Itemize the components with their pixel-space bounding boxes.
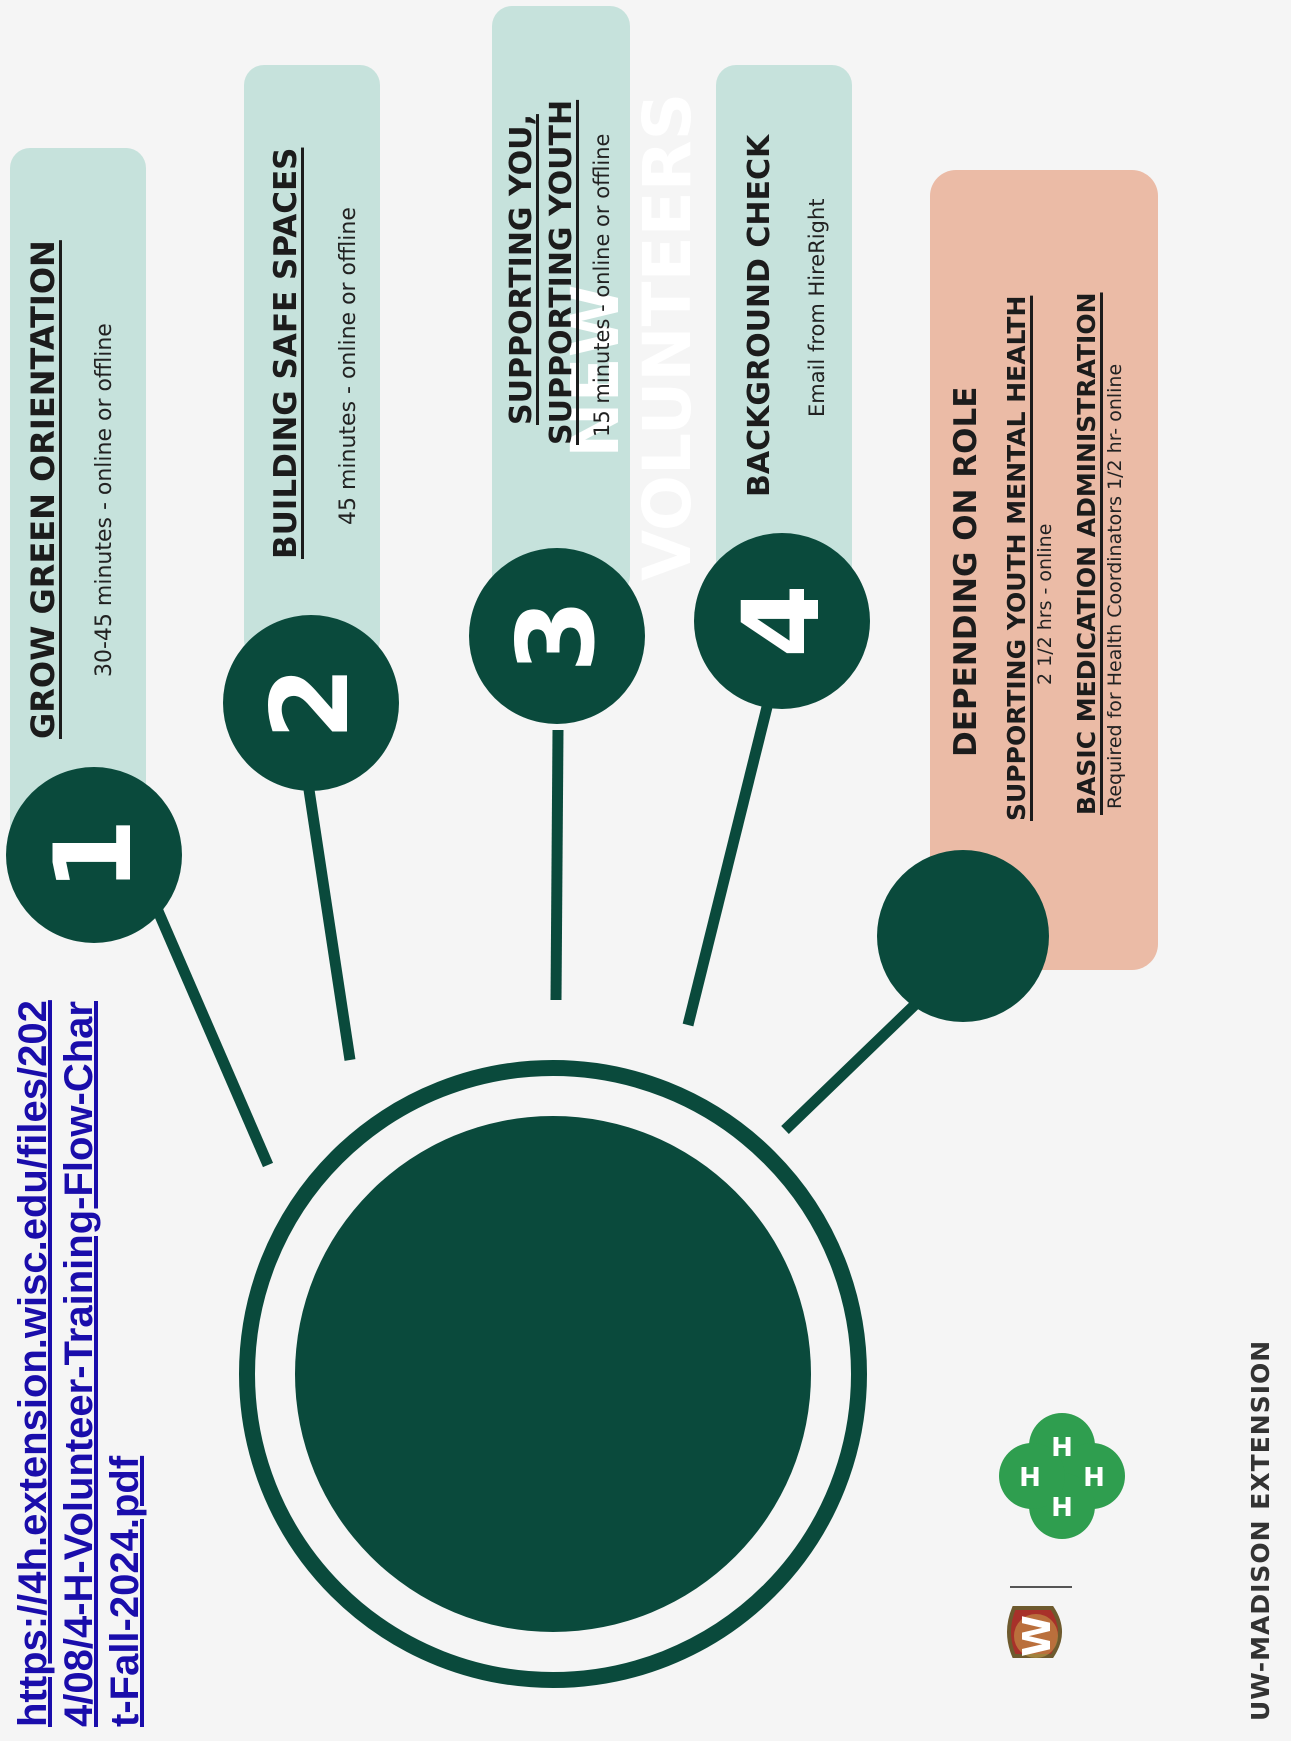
connector-3 [550, 729, 564, 1001]
step-1-circle [6, 767, 182, 943]
svg-text:H: H [1083, 1463, 1105, 1493]
four-h-clover-logo: H H H H [999, 1413, 1125, 1539]
role-circle [877, 850, 1049, 1022]
connector-4 [682, 693, 776, 1027]
step-3-panel [492, 6, 630, 596]
step-4-circle [694, 533, 870, 709]
uw-crest-logo: W [1007, 1606, 1062, 1658]
svg-text:H: H [1051, 1493, 1073, 1523]
hub-circle [295, 1116, 811, 1632]
step-4-panel [716, 65, 852, 640]
svg-text:H: H [1051, 1433, 1073, 1463]
role-panel [930, 170, 1158, 970]
connector-2 [300, 769, 356, 1061]
svg-text:W: W [1015, 1615, 1059, 1657]
step-3-circle [469, 548, 645, 724]
svg-text:H: H [1019, 1463, 1041, 1493]
step-2-circle [223, 615, 399, 791]
connector-5 [781, 991, 929, 1134]
step-1-panel [10, 148, 146, 860]
step-2-panel [244, 65, 380, 660]
